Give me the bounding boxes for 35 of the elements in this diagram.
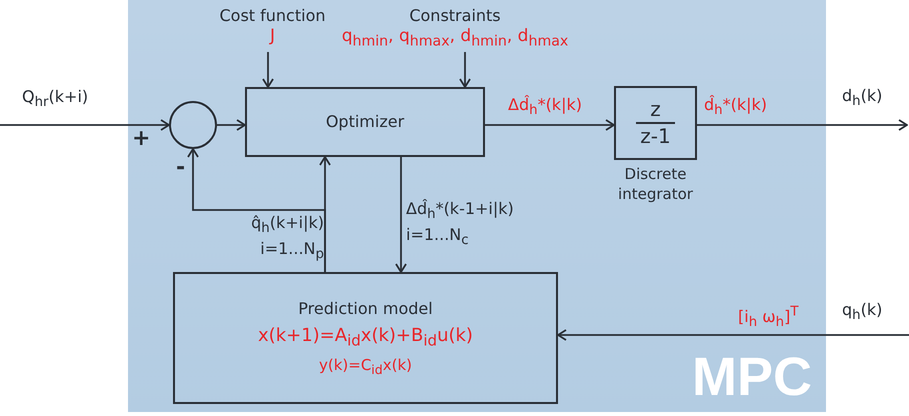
signal-arrow — [217, 119, 246, 131]
controller-panel — [128, 0, 826, 412]
sign-label: + — [132, 125, 150, 153]
edge-label: Q$_{hr}$(k+i) — [22, 86, 88, 112]
edge-label: Δd̂$_{h}$*(k|k) — [508, 94, 582, 120]
edge-label: d̂$_{h}$*(k|k) — [704, 94, 768, 120]
input-value: J — [270, 26, 275, 48]
summing-junction — [169, 101, 217, 149]
signal-arrow — [557, 329, 909, 341]
denominator: z-1 — [640, 124, 671, 149]
sign-label: - — [176, 154, 186, 182]
block-caption: Discrete integrator — [617, 164, 694, 204]
signal-arrow — [395, 157, 407, 273]
panel-title: MPC — [692, 346, 812, 408]
signal-label: q$_{h}$(k) — [842, 300, 882, 324]
signal-label: d$_{h}$(k) — [842, 86, 882, 110]
equation: y(k)=C$_{id}$x(k) — [318, 356, 412, 378]
edge-label: [i$_{h}$ ω$_{h}$]$^{T}$ — [738, 304, 798, 332]
signal-arrow — [697, 119, 908, 131]
input-value: q$_{hmin}$, q$_{hmax}$, d$_{hmin}$, d$_{hmax}$ — [342, 26, 568, 52]
process-box — [173, 272, 558, 404]
signal-arrow — [187, 148, 326, 272]
equation: x(k+1)=A$_{id}$x(k)+B$_{id}$u(k) — [258, 324, 473, 350]
input-label: Cost function — [219, 6, 326, 26]
block-title: Prediction model — [298, 298, 433, 319]
edge-label: q̂$_{h}$(k+i|k) i=1...N$_{p}$ — [250, 212, 324, 264]
signal-arrow — [485, 119, 615, 131]
signal-arrow — [459, 52, 471, 88]
signal-arrow — [0, 119, 170, 131]
edge-label: Δd̂$_{h}$*(k-1+i|k) i=1...N$_{c}$ — [406, 198, 515, 250]
process-box — [245, 87, 485, 157]
input-label: Constraints — [409, 6, 501, 26]
numerator: z — [636, 97, 675, 124]
block-title: Optimizer — [326, 112, 404, 132]
signal-arrow — [262, 52, 274, 88]
